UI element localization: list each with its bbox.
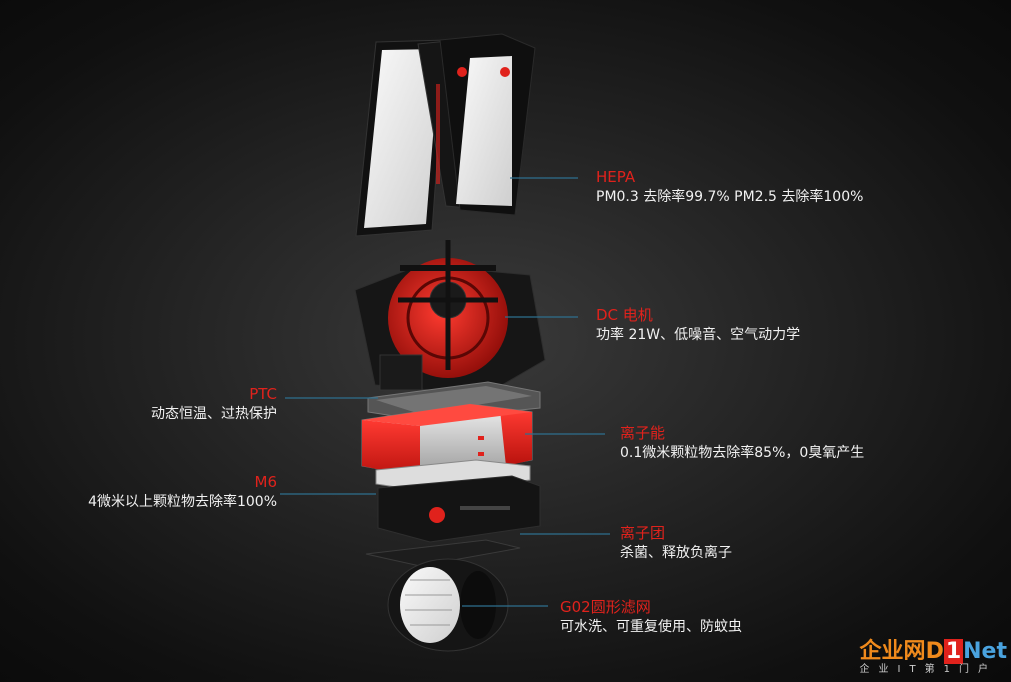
hepa-callout: HEPA PM0.3 去除率99.7% PM2.5 去除率100% (596, 168, 863, 207)
ptc-title: PTC (249, 385, 277, 403)
dc-callout: DC 电机 功率 21W、低噪音、空气动力学 (596, 306, 800, 345)
hepa-title: HEPA (596, 168, 636, 186)
cluster-callout: 离子团 杀菌、释放负离子 (620, 524, 732, 563)
ptc-callout: PTC 动态恒温、过热保护 (151, 385, 277, 424)
ion-desc: 0.1微米颗粒物去除率85%，0臭氧产生 (620, 445, 865, 461)
m6-desc: 4微米以上颗粒物去除率100% (88, 494, 277, 510)
watermark-one: 1 (943, 639, 964, 664)
m6-callout: M6 4微米以上颗粒物去除率100% (88, 473, 277, 512)
dc-motor-graphic (354, 240, 546, 396)
watermark-net: Net (963, 639, 1007, 664)
ion-title: 离子能 (620, 424, 666, 442)
hepa-desc: PM0.3 去除率99.7% PM2.5 去除率100% (596, 189, 864, 205)
ion-callout: 离子能 0.1微米颗粒物去除率85%，0臭氧产生 (620, 424, 864, 463)
cluster-title: 离子团 (620, 524, 666, 542)
watermark-cn: 企业网 (859, 639, 926, 664)
g02-desc: 可水洗、可重复使用、防蚊虫 (560, 619, 742, 635)
hepa-filter-graphic (355, 33, 536, 237)
watermark-main: 企业网D1Net (859, 639, 1007, 664)
cluster-desc: 杀菌、释放负离子 (620, 545, 732, 561)
ion-generator-graphic (361, 403, 533, 479)
ion-cluster-graphic (377, 475, 541, 543)
dc-desc: 功率 21W、低噪音、空气动力学 (596, 327, 801, 343)
dc-title: DC 电机 (596, 306, 653, 324)
watermark-d: D (925, 639, 944, 664)
site-watermark-logo: 企业网D1Net 企业IT第1门户 (859, 639, 1007, 676)
ptc-desc: 动态恒温、过热保护 (151, 406, 277, 422)
m6-title: M6 (254, 473, 278, 491)
g02-callout: G02圆形滤网 可水洗、可重复使用、防蚊虫 (560, 598, 742, 637)
watermark-tagline: 企业IT第1门户 (859, 664, 997, 675)
g02-title: G02圆形滤网 (560, 598, 651, 616)
g02-filter-graphic (365, 539, 521, 652)
